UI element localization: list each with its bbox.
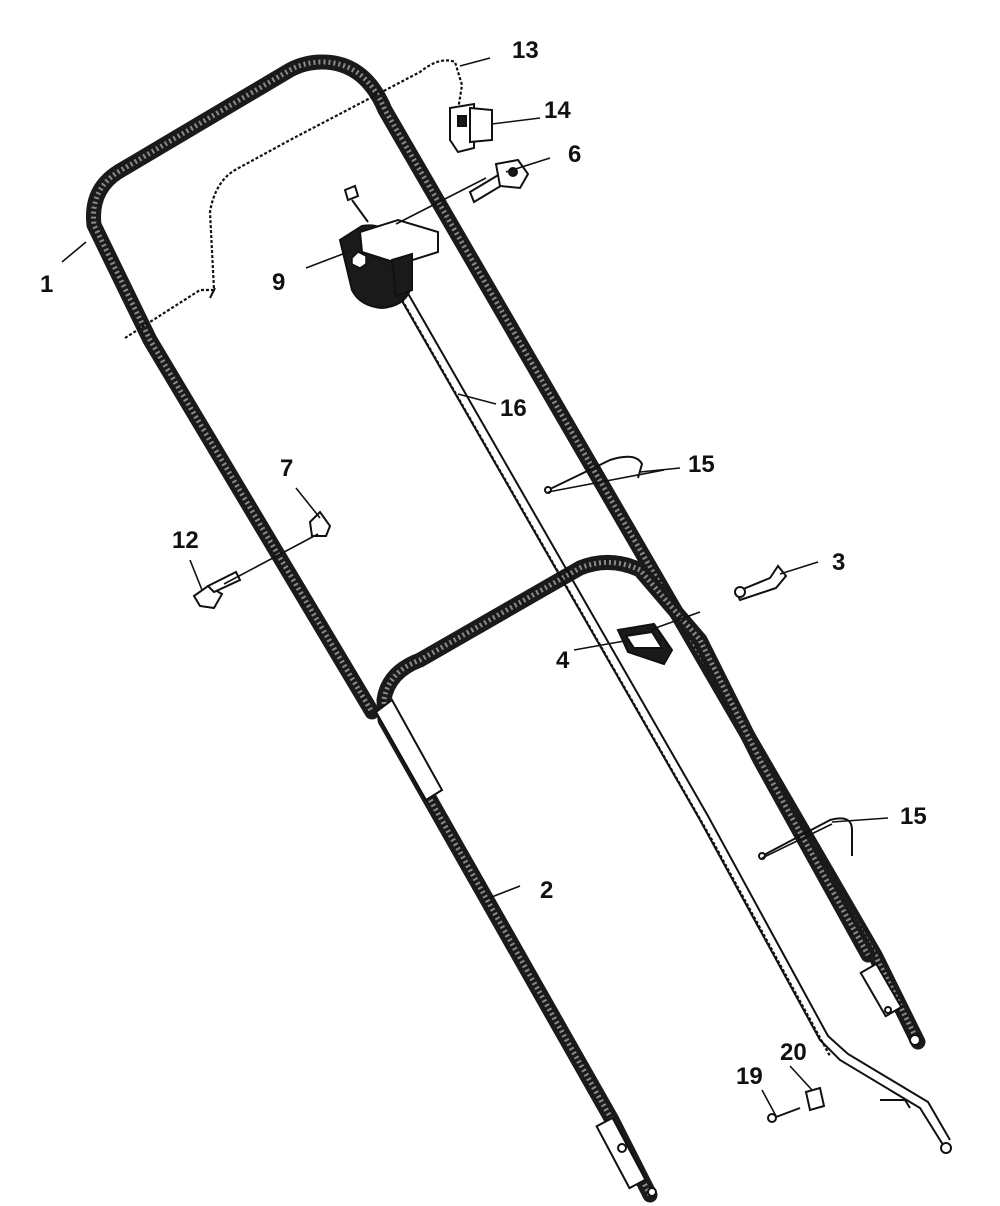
bolt bbox=[734, 564, 788, 602]
callout-part-4: 4 bbox=[556, 647, 570, 674]
knob bbox=[468, 158, 530, 204]
callout-part-20: 20 bbox=[780, 1039, 807, 1066]
callouts: 1 2 3 4 6 7 9 12 13 14 15 15 16 19 20 bbox=[40, 37, 927, 1090]
wing-nut bbox=[308, 510, 332, 537]
callout-part-7: 7 bbox=[280, 455, 293, 482]
control-bail-wire bbox=[124, 59, 464, 339]
lower-handle bbox=[374, 555, 876, 1203]
callout-part-15a: 15 bbox=[688, 451, 715, 478]
callout-part-16: 16 bbox=[500, 395, 527, 422]
cable-clip bbox=[449, 102, 493, 154]
lower-handle-end-plate bbox=[595, 1116, 647, 1190]
cable-z-fitting bbox=[880, 1099, 911, 1109]
callout-part-14: 14 bbox=[544, 97, 571, 124]
upper-handle-hole bbox=[884, 1006, 892, 1014]
upper-handle-end-plate bbox=[859, 962, 903, 1018]
cable-bracket bbox=[804, 1086, 826, 1112]
callout-part-15b: 15 bbox=[900, 803, 927, 830]
cable-spring bbox=[767, 1107, 801, 1123]
callout-part-2: 2 bbox=[540, 877, 553, 904]
control-cable bbox=[389, 275, 952, 1154]
callout-part-9: 9 bbox=[272, 269, 285, 296]
callout-part-1: 1 bbox=[40, 271, 53, 298]
callout-part-12: 12 bbox=[172, 527, 199, 554]
upper-handle-hole bbox=[909, 1034, 921, 1046]
cable-guide bbox=[616, 622, 674, 666]
upper-handle bbox=[86, 54, 926, 1050]
callout-part-6: 6 bbox=[568, 141, 581, 168]
handle-overlap-bracket bbox=[374, 698, 444, 802]
leader-lines bbox=[61, 57, 889, 1117]
lower-handle-hole bbox=[617, 1143, 627, 1153]
cable-end-fitting bbox=[940, 1142, 952, 1154]
callout-part-19: 19 bbox=[736, 1063, 763, 1090]
callout-part-13: 13 bbox=[512, 37, 539, 64]
handle-knob-bolt bbox=[192, 570, 242, 610]
control-box bbox=[338, 184, 439, 310]
callout-part-3: 3 bbox=[832, 549, 845, 576]
lower-handle-hole bbox=[647, 1187, 657, 1197]
